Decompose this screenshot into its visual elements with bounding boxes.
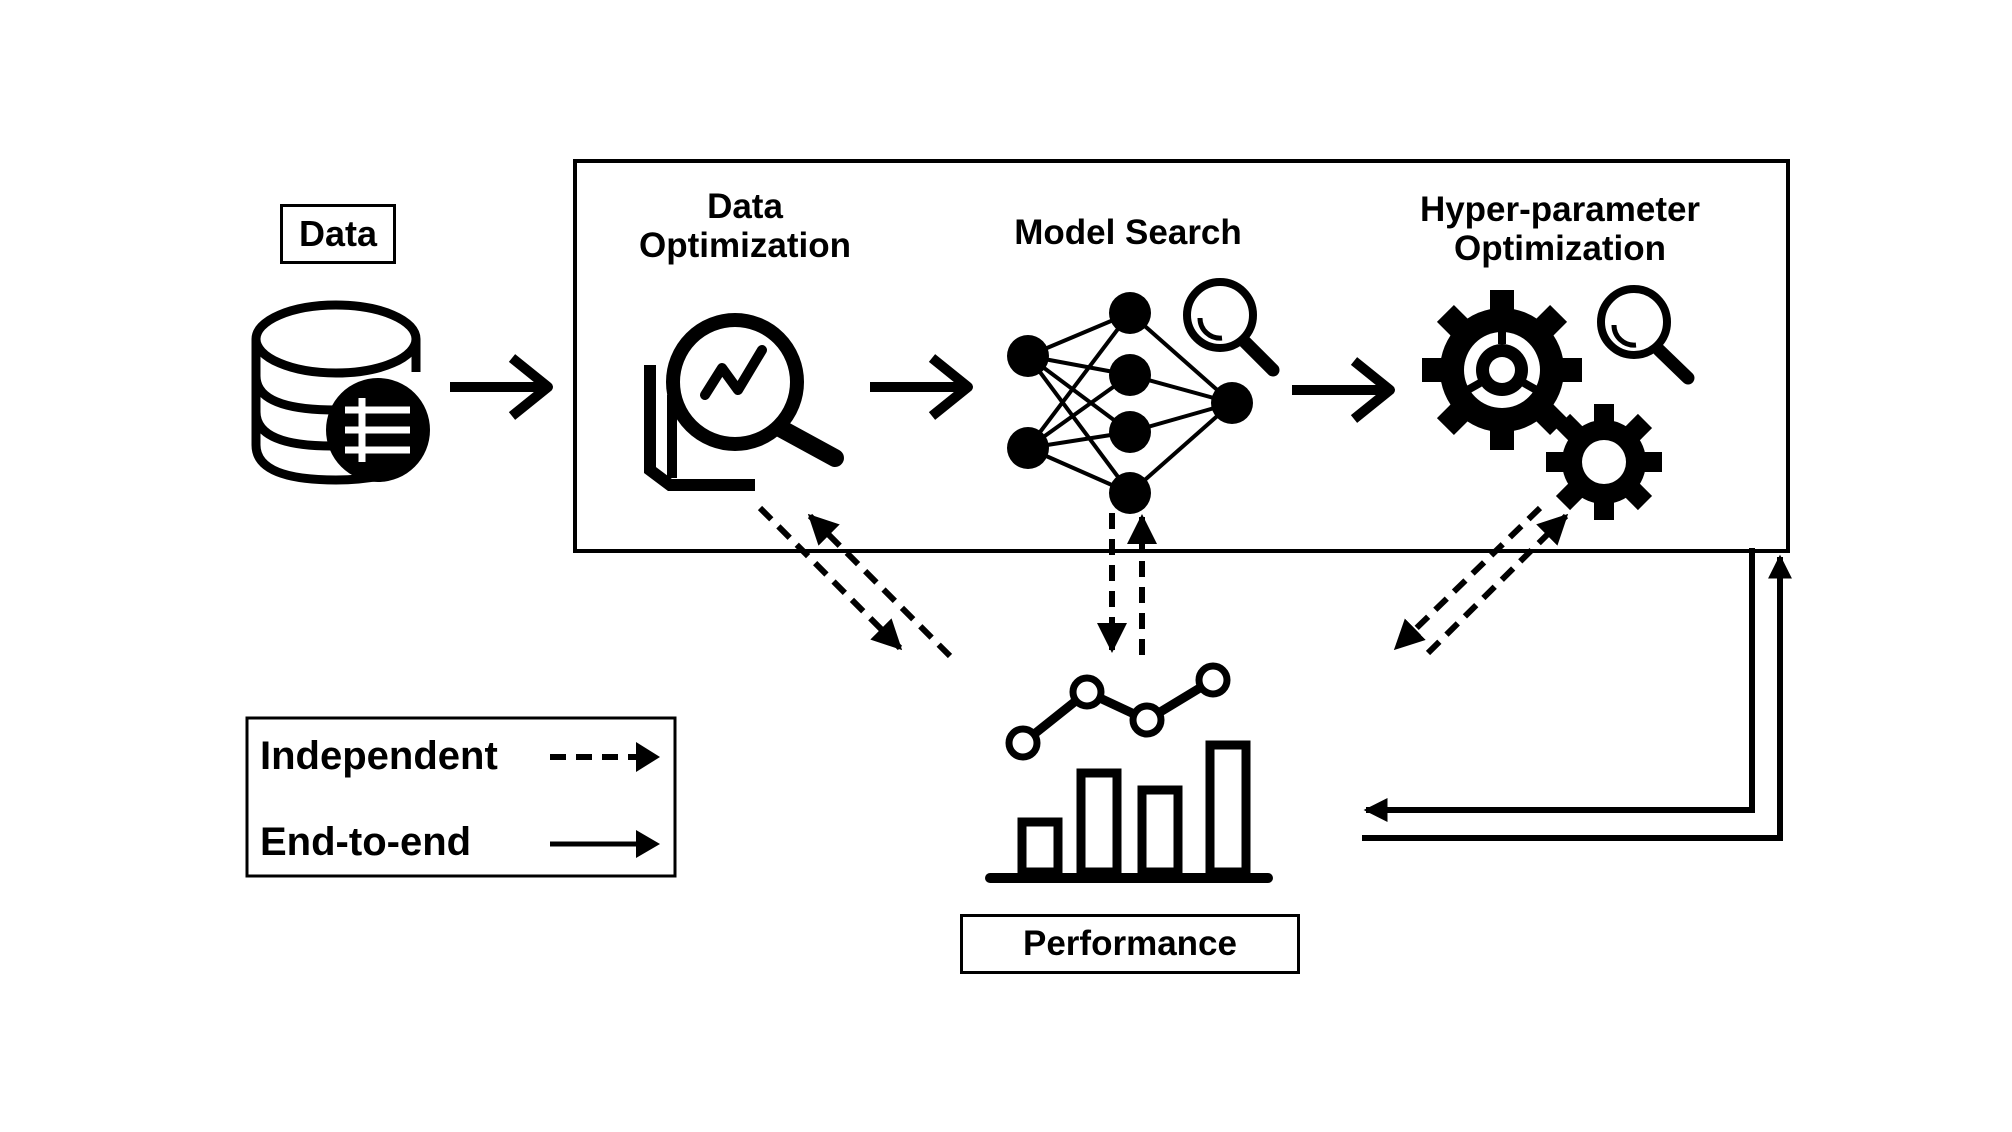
legend-solid-arrow — [550, 830, 660, 858]
magnifier-icon — [1597, 285, 1695, 385]
end-to-end-arrow — [450, 354, 553, 420]
bar-line-chart-icon — [985, 662, 1273, 883]
magnifier-icon — [1183, 278, 1280, 377]
database-icon — [251, 300, 430, 485]
neural-network-icon — [1007, 292, 1253, 514]
gears-icon — [1422, 290, 1662, 520]
automl-pipeline-box — [573, 159, 1790, 553]
end-to-end-arrow — [870, 354, 973, 420]
legend-box — [245, 716, 677, 878]
data-analysis-icon — [644, 313, 844, 491]
independent-arrows — [757, 505, 1569, 659]
end-to-end-feedback — [1362, 548, 1792, 841]
end-to-end-arrow — [1292, 357, 1395, 423]
legend-dashed-arrow — [550, 742, 660, 772]
